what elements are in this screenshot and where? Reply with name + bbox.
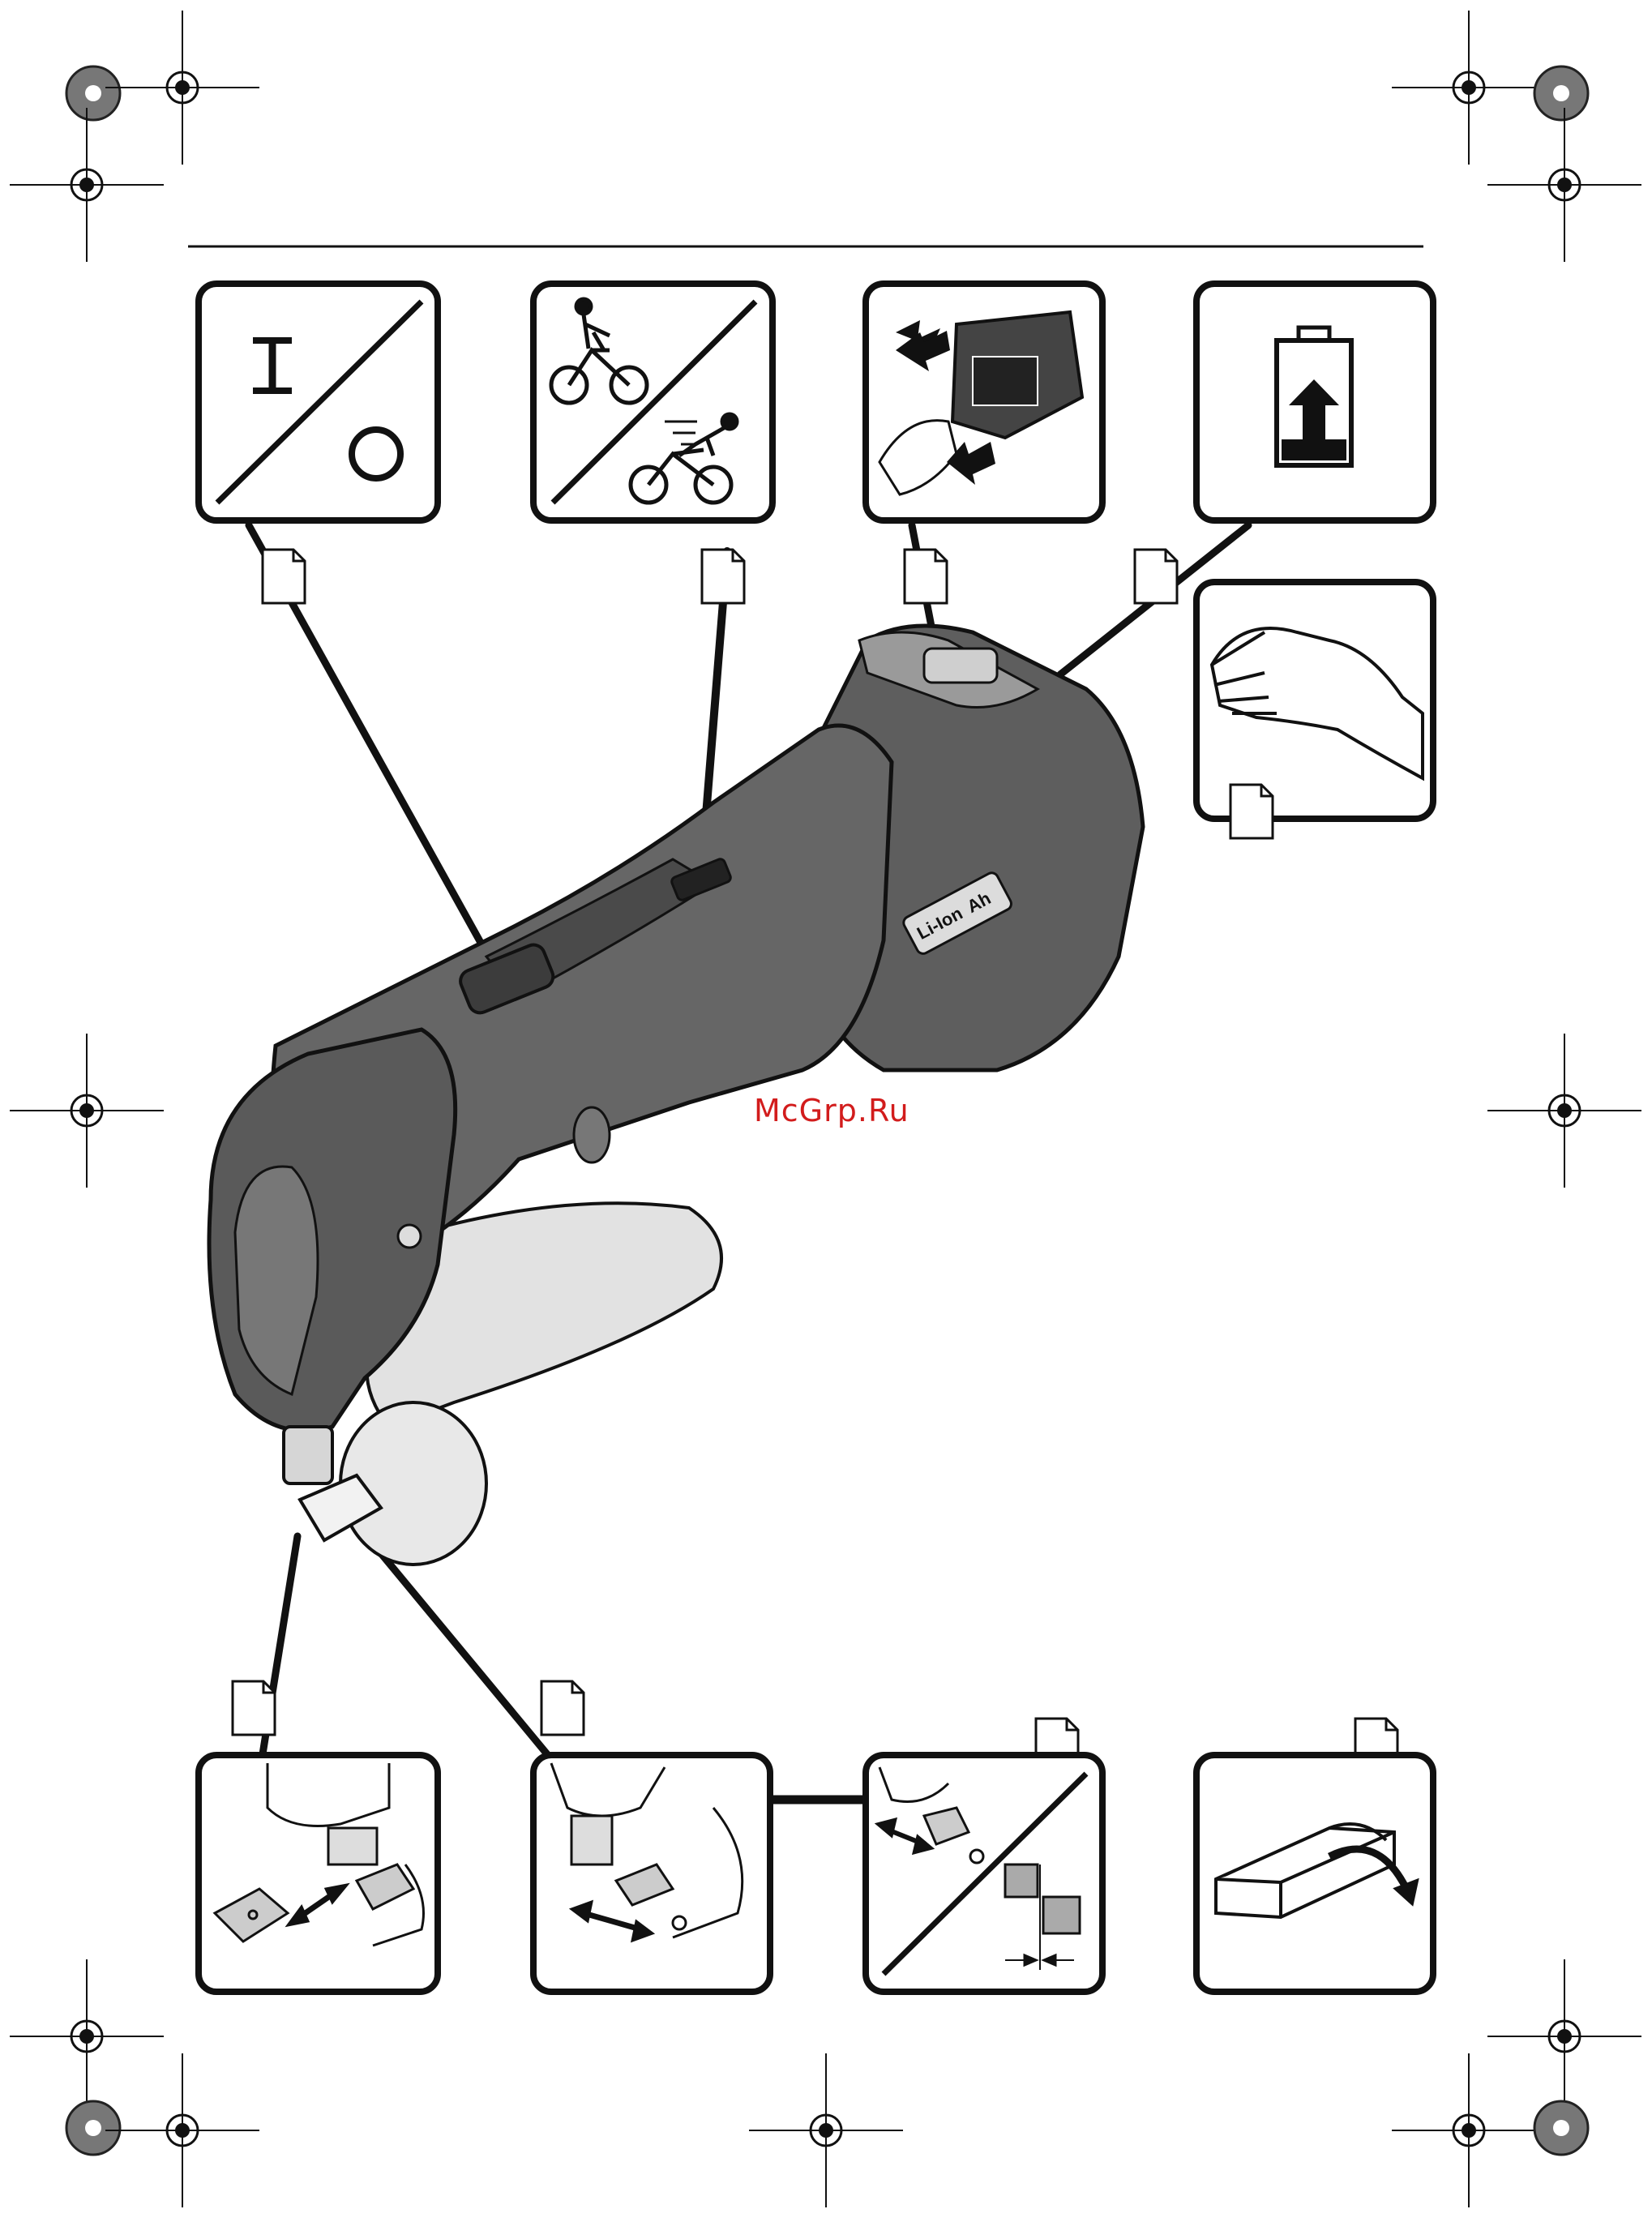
battery-charge-icon (1277, 328, 1351, 465)
panel-speed-selector (533, 284, 773, 520)
cutting-head (284, 1427, 332, 1483)
panel-hand-safety (1196, 582, 1433, 819)
cordless-metal-shear: Li-Ion Ah (209, 626, 1143, 1565)
panel-on-off-switch (199, 284, 438, 520)
panel-cutter-adjust (533, 1755, 770, 1992)
watermark-text: McGrp.Ru (754, 1093, 909, 1128)
panel-cutter-change (199, 1755, 438, 1992)
panel-battery-change (866, 284, 1102, 520)
panel-cutting-gap (866, 1755, 1102, 1992)
panel-battery-charge (1196, 284, 1433, 520)
brand-badge (574, 1107, 610, 1162)
panel-storage-case (1196, 1755, 1433, 1992)
